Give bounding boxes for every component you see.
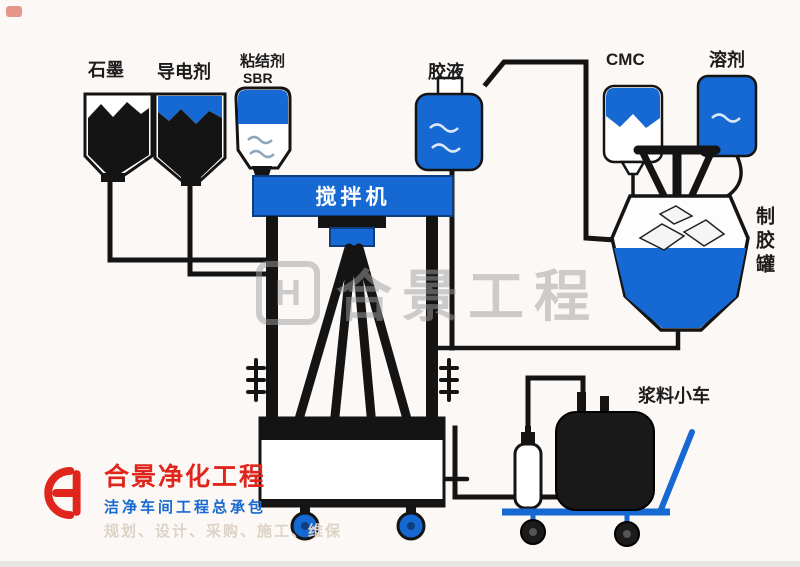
glue-liquid-tank	[414, 76, 484, 172]
label-binder-sbr: SBR	[243, 70, 273, 86]
mixer-body-band	[260, 418, 444, 440]
slurry-cart	[502, 392, 695, 547]
company-services: 规划、设计、采购、施工、维保	[104, 523, 343, 540]
mixer-clamp-left	[246, 358, 266, 402]
label-binder: 粘结剂	[240, 53, 286, 70]
pipe-graphite-to-mixer	[107, 169, 273, 263]
wave-line	[431, 143, 461, 153]
wave-line	[711, 113, 741, 123]
label-mixer: 搅拌机	[315, 186, 391, 209]
footer-text-block: 合景净化工程 洁净车间工程总承包 规划、设计、采购、施工、维保	[104, 462, 342, 541]
pipe-gluetank-to-mixer	[433, 329, 681, 351]
graphite-hopper	[83, 92, 154, 182]
label-conductive-agent: 导电剂	[157, 62, 211, 82]
cart-handle	[657, 429, 695, 515]
label-slurry-cart: 浆料小车	[638, 386, 710, 406]
mixer-column-right	[426, 216, 438, 426]
mixer-wheel	[396, 506, 426, 541]
floating-chunk	[658, 205, 694, 225]
pump-cylinder	[513, 426, 543, 510]
mixer-body-base	[260, 499, 444, 507]
mixer-column-left	[266, 216, 278, 426]
cart-wheel	[614, 521, 640, 547]
wave-line	[249, 149, 275, 159]
corner-artifact	[6, 6, 22, 17]
company-tagline: 洁净车间工程总承包	[104, 499, 267, 516]
pipe-pump-loop	[525, 375, 586, 437]
bottom-edge-strip	[0, 561, 800, 567]
company-name: 合景净化工程	[104, 463, 267, 491]
mixer-legs	[292, 243, 414, 431]
mixer-header	[252, 175, 454, 217]
mixer-flange	[318, 216, 386, 228]
wave-line	[247, 135, 273, 145]
slurry-tank	[555, 411, 655, 511]
label-graphite: 石墨	[88, 60, 124, 80]
cmc-tank	[602, 84, 664, 176]
slurry-tank-nozzle	[577, 392, 586, 416]
company-logo-icon	[44, 466, 81, 520]
pipe-mixer-outlet	[452, 425, 565, 500]
label-solvent: 溶剂	[709, 50, 745, 70]
pipe-solvent-outlet	[718, 153, 743, 203]
pipe-conductive-to-mixer	[187, 181, 273, 277]
wave-line	[429, 123, 459, 133]
slurry-tank-nozzle	[600, 396, 609, 416]
outlet-valve	[440, 465, 470, 482]
mixer-motor	[329, 227, 375, 247]
label-cmc: CMC	[606, 50, 645, 69]
floating-chunk	[682, 219, 726, 247]
mixer-clamp-right	[439, 358, 459, 402]
label-glue-tank: 制胶罐	[753, 206, 774, 278]
pipe-gluetank-to-glueliquid	[482, 59, 617, 243]
label-glue-liquid: 胶液	[428, 62, 464, 82]
mixer-wheel	[290, 506, 320, 541]
conductive-hopper	[153, 92, 227, 186]
floating-chunk	[638, 223, 686, 251]
pipes	[107, 59, 743, 500]
binder-hopper	[234, 86, 292, 178]
cart-wheel	[520, 519, 546, 545]
glue-making-tank	[610, 145, 750, 332]
company-footer: 合景净化工程 洁净车间工程总承包 规划、设计、采购、施工、维保	[34, 462, 342, 541]
mixer-machine	[246, 175, 459, 541]
solvent-tank	[696, 74, 758, 158]
